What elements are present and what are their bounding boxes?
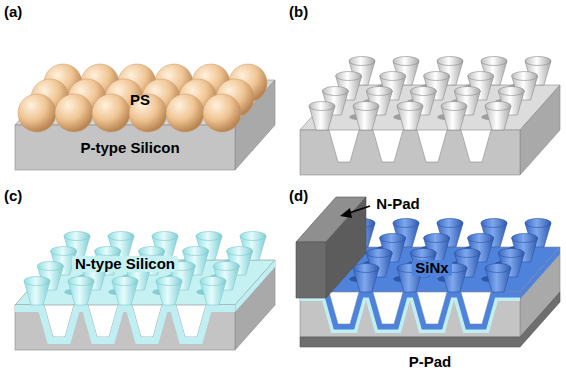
panel-b-substrate (300, 57, 560, 176)
pillar-top (353, 102, 379, 111)
material-label: N-type Silicon (72, 256, 178, 273)
pillar-top (485, 102, 511, 111)
polystyrene-sphere (166, 94, 204, 132)
polystyrene-sphere (18, 94, 56, 132)
material-label: PS (130, 92, 150, 109)
pillar-top (336, 72, 362, 81)
polystyrene-sphere (92, 94, 130, 132)
pillar-top (525, 57, 551, 66)
pillar-top (498, 87, 524, 96)
part-label: N-Pad (376, 196, 419, 213)
pillar-top (108, 232, 134, 241)
pillar-top (454, 249, 480, 258)
layer-band (15, 305, 235, 337)
n-pad-front (296, 242, 326, 298)
material-label: P-type Silicon (80, 140, 179, 157)
pillar-top (156, 277, 182, 286)
pillar-top (481, 219, 507, 228)
polystyrene-sphere (55, 94, 93, 132)
pillar-top (353, 264, 379, 273)
panel-c-substrate (15, 232, 275, 351)
pillar-top (24, 277, 50, 286)
pillar-top (485, 264, 511, 273)
layer-band (300, 292, 520, 324)
textured-surface (300, 85, 560, 130)
pillar-top (468, 72, 494, 81)
n-pad-side (326, 197, 366, 298)
panel-a-substrate (15, 64, 275, 170)
pillar-top (468, 234, 494, 243)
part-label: P-Pad (409, 354, 452, 371)
pillar-top (227, 247, 253, 256)
pillar-top (380, 234, 406, 243)
panel-letter: (d) (289, 188, 308, 205)
pillar-top (64, 232, 90, 241)
pillar-top (424, 72, 450, 81)
pillar-top (51, 247, 77, 256)
substrate-front (300, 292, 520, 337)
pillar-top (393, 57, 419, 66)
leader-arrowhead (340, 208, 352, 218)
pillar-top (397, 102, 423, 111)
layer-band (300, 292, 520, 324)
pillar-top (424, 234, 450, 243)
pillar-top (366, 87, 392, 96)
p-pad-bar (300, 292, 560, 347)
pillar-top (68, 277, 94, 286)
pillar-top (437, 219, 463, 228)
pillar-top (112, 277, 138, 286)
pillar-top (498, 249, 524, 258)
pillar-top (525, 219, 551, 228)
pillar-top (481, 57, 507, 66)
panel-letter: (c) (4, 188, 22, 205)
pillar-top (349, 57, 375, 66)
pillar-top (152, 232, 178, 241)
pillar-top (240, 232, 266, 241)
panel-letter: (b) (289, 4, 308, 21)
substrate-front (300, 130, 520, 175)
pillar-top (437, 57, 463, 66)
pillar-top (393, 219, 419, 228)
material-label: SiNx (412, 260, 451, 277)
polystyrene-sphere (203, 94, 241, 132)
pillar-top (213, 262, 239, 271)
pillar-top (309, 102, 335, 111)
pillar-top (37, 262, 63, 271)
pillar-top (441, 102, 467, 111)
substrate-front (15, 125, 235, 170)
pillar-top (322, 87, 348, 96)
pillar-top (454, 87, 480, 96)
pillar-top (512, 234, 538, 243)
substrate-front (15, 305, 235, 350)
pillar-top (366, 249, 392, 258)
pillar-top (139, 247, 165, 256)
pillar-top (410, 87, 436, 96)
pillar-top (410, 249, 436, 258)
pillar-top (512, 72, 538, 81)
pillar-top (196, 232, 222, 241)
pillar-top (95, 247, 121, 256)
pillar-top (200, 277, 226, 286)
pillar-top (380, 72, 406, 81)
panel-letter: (a) (4, 4, 22, 21)
pillar-top (183, 247, 209, 256)
contact-pads (296, 197, 560, 347)
